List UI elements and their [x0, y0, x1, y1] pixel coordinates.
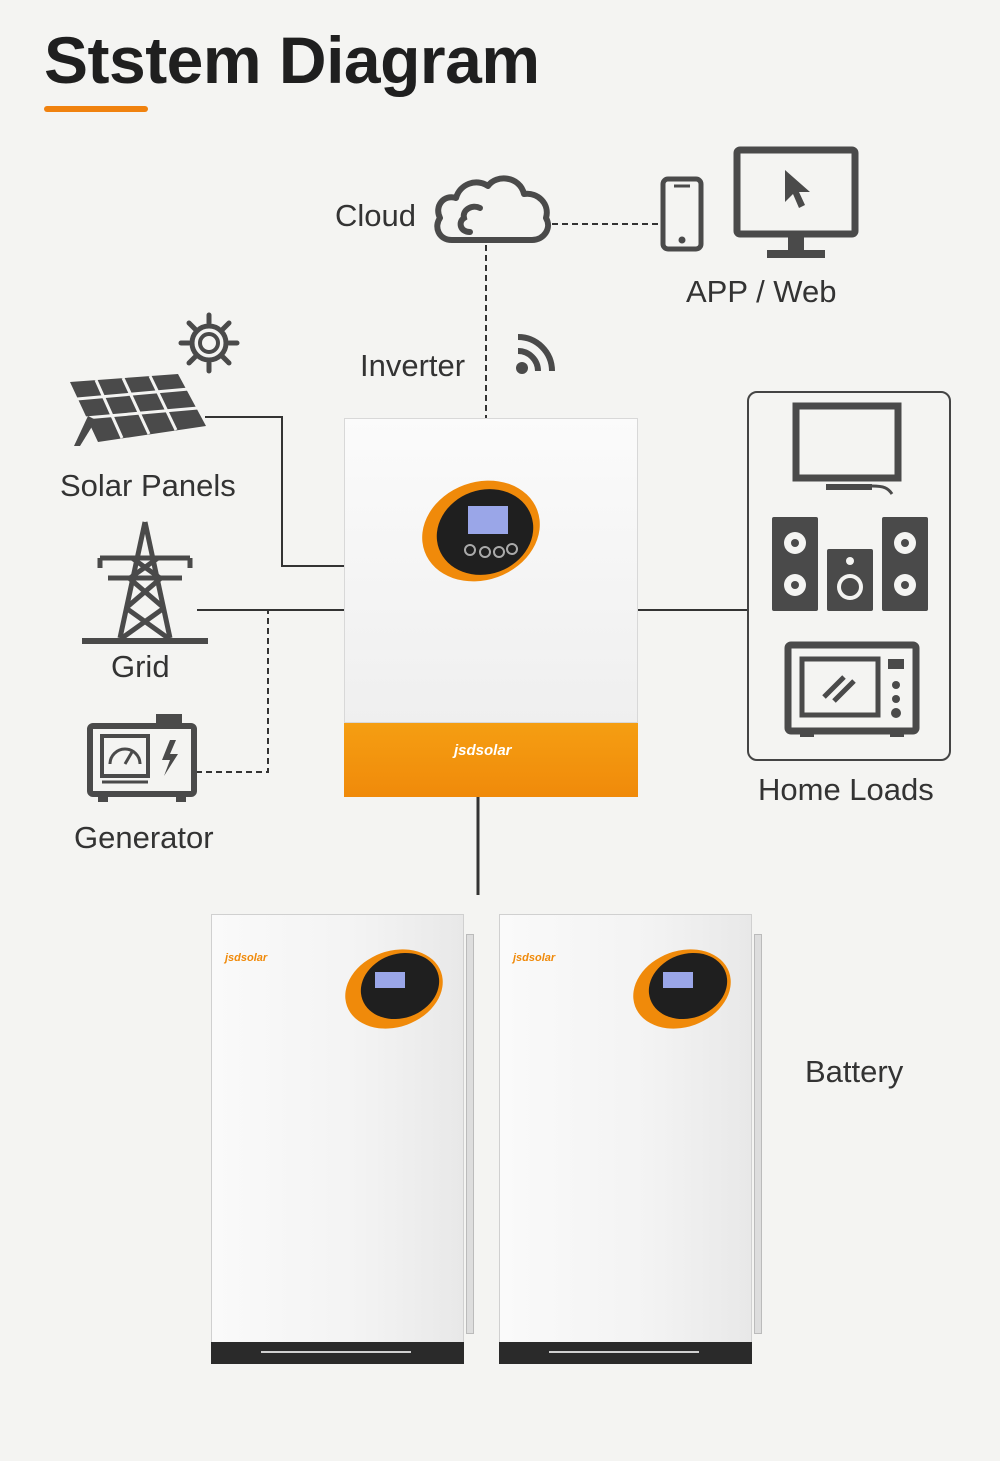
app-web-label: APP / Web [686, 274, 837, 309]
battery-brand: jsdsolar [513, 952, 556, 964]
page-title: Ststem Diagram [44, 23, 540, 97]
battery-brand: jsdsolar [225, 952, 268, 964]
battery-display-panel [633, 949, 731, 1029]
battery-base [211, 1342, 464, 1364]
monitor-cursor-icon [733, 146, 859, 258]
speakers-icon [772, 517, 928, 611]
generator-icon [87, 714, 197, 802]
inverter-device: jsdsolar [344, 418, 638, 797]
battery-base-line [549, 1351, 699, 1353]
battery-display-panel [345, 949, 443, 1029]
tv-icon [792, 402, 902, 495]
battery-label: Battery [805, 1054, 904, 1089]
generator-link [196, 610, 269, 773]
transmission-tower-icon [82, 521, 208, 644]
microwave-icon [784, 641, 920, 737]
inverter-orange-band [344, 723, 638, 797]
sun-gear-icon [178, 312, 240, 374]
smartphone-icon [660, 176, 704, 252]
inverter-brand: jsdsolar [454, 742, 512, 759]
battery-base-line [261, 1351, 411, 1353]
battery-unit-2: jsdsolar [499, 914, 762, 1384]
home-loads-label: Home Loads [758, 772, 934, 807]
inverter-label: Inverter [360, 348, 466, 383]
inverter-display-panel [422, 480, 540, 582]
home-loads-box [747, 391, 951, 761]
generator-label: Generator [74, 820, 214, 855]
title-underline [44, 106, 148, 112]
wifi-icon [516, 334, 555, 374]
cloud-label: Cloud [335, 198, 416, 233]
solar-inverter-line [205, 416, 344, 567]
battery-unit-1: jsdsolar [211, 914, 474, 1384]
battery-side-rail [754, 934, 762, 1334]
grid-label: Grid [111, 649, 170, 684]
battery-base [499, 1342, 752, 1364]
cloud-icon [434, 175, 552, 243]
solar-panels-label: Solar Panels [60, 468, 236, 503]
solar-panel-icon [70, 374, 206, 446]
battery-side-rail [466, 934, 474, 1334]
